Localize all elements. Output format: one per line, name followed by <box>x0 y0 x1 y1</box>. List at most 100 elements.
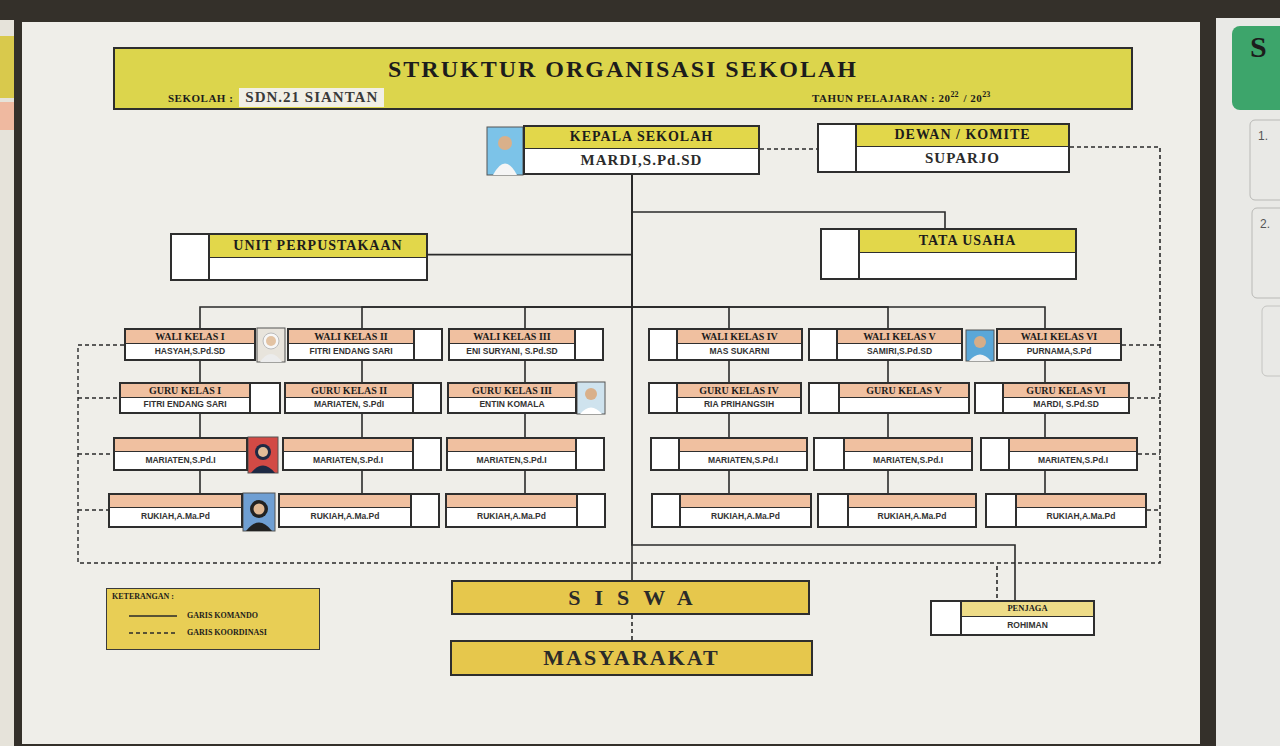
command-line <box>524 471 526 493</box>
name-field: MARIATEN,S.Pd.I <box>115 452 246 469</box>
position-box: RUKIAH,A.Ma.Pd <box>817 493 977 528</box>
name-field: MARIATEN, S.PdI <box>286 398 412 412</box>
side-cell <box>1262 306 1280 376</box>
coordination-line <box>997 147 1160 600</box>
blank-cell <box>819 125 857 171</box>
person-name: MARIATEN,S.Pd.I <box>145 456 215 466</box>
person-name: RUKIAH,A.Ma.Pd <box>141 512 210 522</box>
command-line <box>1044 471 1046 493</box>
group-band: MASYARAKAT <box>450 640 813 676</box>
portrait-photo <box>248 437 278 473</box>
position-title: WALI KELAS II <box>314 331 387 343</box>
blank-cell <box>249 384 279 412</box>
blank-cell <box>412 439 440 469</box>
position-box: WALI KELAS VSAMIRI,S.Pd.SD <box>808 328 963 361</box>
legend-row: GARIS KOMANDO <box>127 611 258 621</box>
position-box: PENJAGAROHIMAN <box>930 600 1095 636</box>
blank-cell <box>976 384 1004 412</box>
name-field: PURNAMA,S.Pd <box>998 344 1120 359</box>
person-name: PURNAMA,S.Pd <box>1027 347 1092 357</box>
command-line <box>199 361 201 382</box>
command-line <box>887 361 889 382</box>
position-box: GURU KELAS IVRIA PRIHANGSIH <box>648 382 802 414</box>
header-band <box>680 439 806 452</box>
name-field: MARIATEN,S.Pd.I <box>845 452 971 469</box>
position-box: GURU KELAS VIMARDI, S.Pd.SD <box>974 382 1130 414</box>
position-title: WALI KELAS IV <box>701 331 778 343</box>
command-line <box>887 471 889 493</box>
name-field: HASYAH,S.Pd.SD <box>126 344 254 359</box>
header-label: SEKOLAH : <box>168 92 233 105</box>
header-label: TAHUN PELAJARAN : 20 <box>812 92 950 105</box>
board <box>22 22 1200 744</box>
position-box: MARIATEN,S.Pd.I <box>282 437 442 471</box>
legend-line-sample <box>127 611 179 621</box>
name-field: RUKIAH,A.Ma.Pd <box>849 508 975 526</box>
command-line <box>199 471 201 493</box>
position-box: MARIATEN,S.Pd.I <box>980 437 1138 471</box>
header-label: SDN.21 SIANTAN <box>239 88 384 107</box>
blank-cell <box>815 439 845 469</box>
blank-cell <box>819 495 849 526</box>
side-cell <box>1250 120 1280 200</box>
header-band <box>447 495 576 508</box>
header-band <box>681 495 810 508</box>
header-band: WALI KELAS II <box>289 330 413 344</box>
blank-cell <box>650 384 678 412</box>
label-group: 1. <box>1258 130 1268 144</box>
legend-label: GARIS KOMANDO <box>187 611 258 620</box>
year-digits: 23 <box>982 90 990 99</box>
blank-cell <box>810 330 838 359</box>
command-line <box>728 361 730 382</box>
header-label: 1. <box>1258 130 1268 144</box>
name-field: MARDI,S.Pd.SD <box>525 149 758 173</box>
header-band <box>845 439 971 452</box>
position-box: GURU KELAS IIMARIATEN, S.PdI <box>284 382 442 414</box>
person-name: ROHIMAN <box>1007 621 1048 631</box>
person-name: SUPARJO <box>925 150 1000 167</box>
name-field <box>860 253 1075 278</box>
portrait-photo <box>577 382 605 414</box>
position-box: WALI KELAS IVMAS SUKARNI <box>648 328 803 361</box>
command-line <box>361 471 363 493</box>
position-box: RUKIAH,A.Ma.Pd <box>278 493 440 528</box>
person-name: MARIATEN,S.Pd.I <box>873 456 943 466</box>
header-band <box>1010 439 1136 452</box>
position-title: DEWAN / KOMITE <box>894 127 1030 143</box>
blank-cell <box>982 439 1010 469</box>
name-field: MAS SUKARNI <box>678 344 801 359</box>
side-board <box>0 20 14 746</box>
command-line <box>361 414 363 437</box>
year-digits: 22 <box>950 90 958 99</box>
name-field: MARIATEN,S.Pd.I <box>1010 452 1136 469</box>
person-name: RUKIAH,A.Ma.Pd <box>711 512 780 522</box>
blank-cell <box>576 495 604 526</box>
header-band: GURU KELAS II <box>286 384 412 398</box>
blank-cell <box>810 384 840 412</box>
person-name: MARIATEN,S.Pd.I <box>476 456 546 466</box>
position-title: GURU KELAS VI <box>1026 385 1105 397</box>
header-band: WALI KELAS V <box>838 330 961 344</box>
person-name: RUKIAH,A.Ma.Pd <box>878 512 947 522</box>
portrait-photo <box>966 330 994 361</box>
portrait-photo <box>257 328 285 362</box>
blank-cell <box>987 495 1017 526</box>
name-field: ENI SURYANI, S.Pd.SD <box>450 344 574 359</box>
side-band <box>0 102 14 130</box>
label-group: S <box>1250 30 1267 65</box>
header-band: GURU KELAS V <box>840 384 968 398</box>
position-box: WALI KELAS IIIENI SURYANI, S.Pd.SD <box>448 328 604 361</box>
position-title: WALI KELAS III <box>473 331 550 343</box>
label-group: KETERANGAN : <box>112 592 174 601</box>
command-line <box>525 175 632 328</box>
position-box: DEWAN / KOMITE SUPARJO <box>817 123 1070 173</box>
position-box: KEPALA SEKOLAHMARDI,S.Pd.SD <box>523 125 760 175</box>
position-box: WALI KELAS IHASYAH,S.Pd.SD <box>124 328 256 361</box>
position-title: GURU KELAS I <box>149 385 221 397</box>
name-field: RUKIAH,A.Ma.Pd <box>447 508 576 526</box>
person-name: FITRI ENDANG SARI <box>143 400 226 410</box>
position-box: TATA USAHA <box>820 228 1077 280</box>
person-name: MARDI,S.Pd.SD <box>581 152 703 169</box>
name-field: MARDI, S.Pd.SD <box>1004 398 1128 412</box>
person-name: RUKIAH,A.Ma.Pd <box>1047 512 1116 522</box>
